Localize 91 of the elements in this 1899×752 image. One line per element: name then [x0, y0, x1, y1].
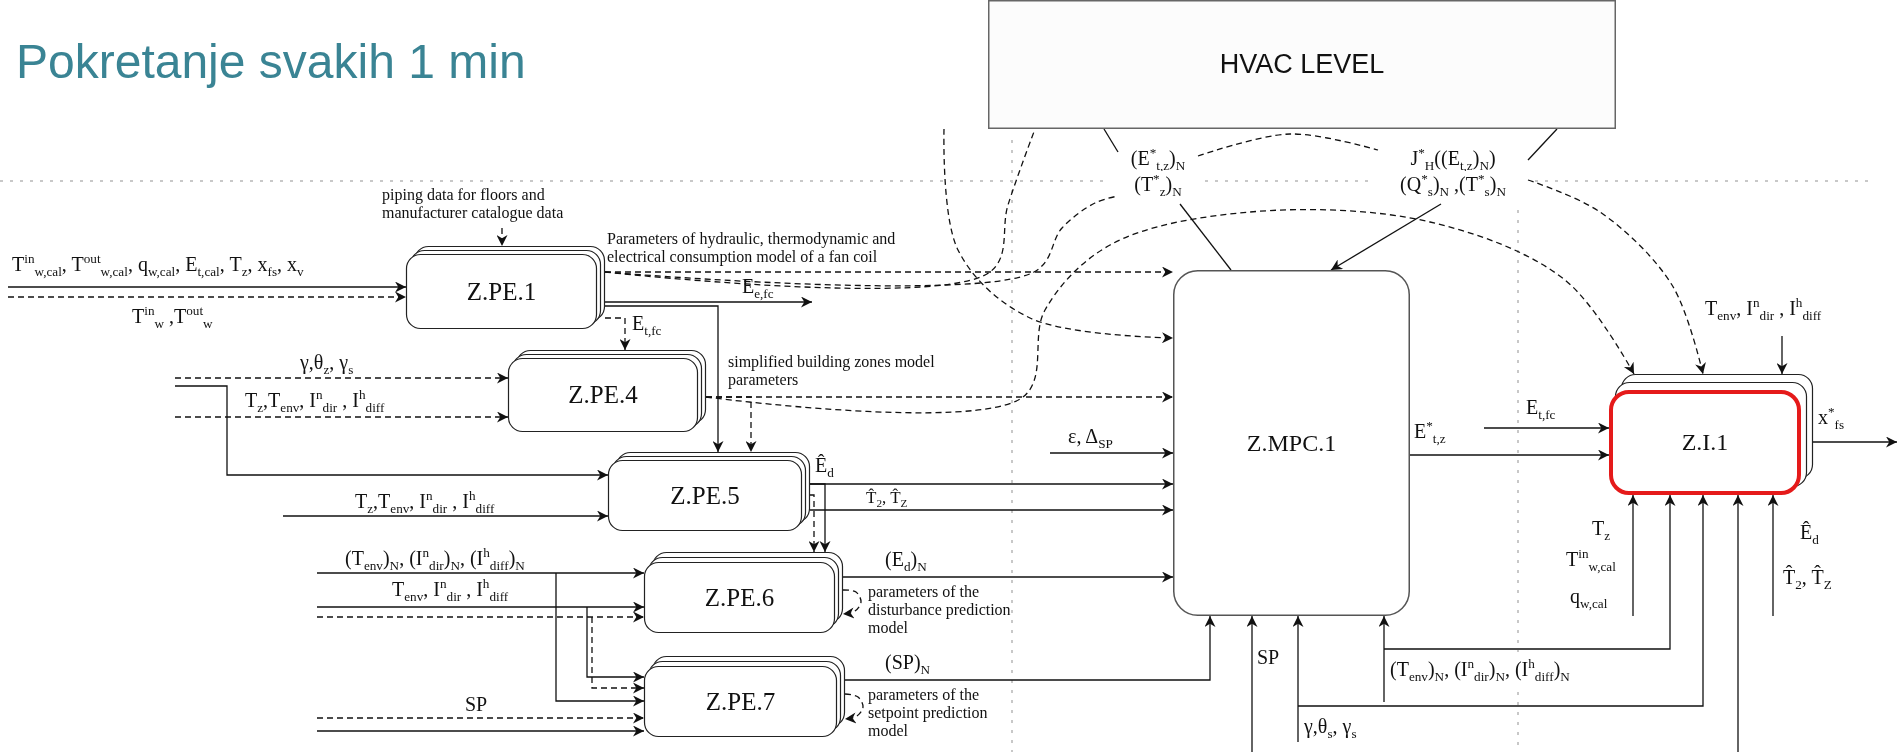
edge-label: Parameters of hydraulic, thermodynamic and electrical consumption model of a fan coil [607, 230, 897, 266]
edge-label: ε, Δ$_{SP}$ [1068, 424, 1113, 448]
level-box [988, 0, 1616, 129]
variable-label: q$_{w,cal}$ [1570, 584, 1608, 608]
box-label: Z.PE.1 [465, 276, 538, 307]
arrow [1378, 615, 1390, 703]
arrow [1383, 494, 1676, 650]
arrow [842, 571, 1174, 583]
arrow [7, 281, 407, 293]
process-box [608, 452, 810, 531]
arrow [1483, 422, 1610, 434]
edge-label: Ê$_{d}$ [815, 453, 834, 477]
edge-label: T̂$_{2}$, T̂$_{Z}$ [866, 488, 908, 509]
process-box [644, 552, 843, 633]
edge-label: γ,θ$_{s}$, γ$_{s}$ [1304, 714, 1357, 738]
variable-label: Ê$_{d}$ [1800, 520, 1819, 544]
edge-label: (T$_{env}$)$_{N}$, (I$^{n}$$_{dir}$)$_{N}$, (I$^{h}$$_{diff}$)$_{N}$ [1390, 657, 1570, 681]
arrow [316, 567, 645, 579]
box-label: Z.MPC.1 [1245, 428, 1338, 458]
arrow [1732, 494, 1744, 752]
loop-arrow [842, 589, 862, 619]
process-box [1609, 374, 1813, 495]
arrow [316, 611, 645, 623]
box-label: HVAC LEVEL [1218, 48, 1386, 81]
arrow [808, 494, 820, 553]
arrow [174, 372, 509, 384]
arrow [844, 615, 1216, 681]
edge-label: SP [1257, 645, 1280, 669]
arrow [1527, 179, 1706, 375]
arrow [705, 396, 757, 453]
arrow [604, 317, 631, 351]
arrow [604, 266, 1174, 278]
arrow [1330, 203, 1442, 271]
box-label: Z.PE.7 [704, 686, 777, 717]
arrow [174, 411, 509, 423]
edge-label: (E$_{d}$)$_{N}$ [885, 547, 927, 571]
arrow [591, 616, 645, 694]
arrow [555, 572, 645, 707]
edge-label: E$_{e,fc}$ [742, 274, 774, 298]
arrow [1246, 615, 1258, 752]
controller-box [1173, 270, 1410, 616]
diagram-title: Pokretanje svakih 1 min [16, 34, 526, 89]
edge-label: γ,θ$_{z}$, γ$_{s}$ [300, 350, 354, 374]
edge-label: simplified building zones model parameters [728, 353, 936, 389]
connector-line [1197, 133, 1379, 157]
box-label: Z.PE.5 [669, 480, 741, 511]
arrow [705, 208, 1635, 414]
arrow [604, 296, 813, 308]
edge-label: (SP)$_{N}$ [885, 650, 931, 674]
arrow [1812, 436, 1898, 448]
arrow [943, 128, 1174, 344]
box-label: Z.PE.4 [567, 380, 639, 410]
variable-label: T̂$_{2}$, T̂$_{Z}$ [1783, 565, 1832, 589]
arrow [604, 305, 724, 453]
arrow [174, 385, 609, 481]
arrow [7, 291, 407, 303]
variable-label: (Q$^{*}$$_{s}$)$_{N}$ ,(T$^{*}$$_{s}$)$_{N}$ [1400, 171, 1506, 197]
arrow [1627, 494, 1639, 617]
arrow [1776, 335, 1788, 375]
arrow [316, 725, 645, 737]
process-box [644, 656, 845, 737]
process-box [508, 350, 706, 432]
edge-label: piping data for floors and manufacturer catalogue data [382, 186, 565, 222]
process-box [406, 246, 605, 329]
arrow [1292, 615, 1304, 743]
arrow [809, 504, 1174, 516]
loop-arrow [844, 693, 864, 724]
connector-line [1103, 128, 1119, 153]
arrow [1409, 449, 1610, 461]
arrow [316, 601, 645, 613]
arrow [1297, 494, 1709, 707]
edge-label: T$^{in}$$_{w,cal}$, T$^{out}$$_{w,cal}$, q$_{w,cal}$, E$_{t,cal}$, T$_{z}$, x$_{fs}$, x$_{v}$ [12, 252, 304, 276]
arrow [586, 606, 645, 683]
edge-label: parameters of the disturbance prediction model [868, 583, 1012, 637]
edge-label: (T$_{env}$)$_{N}$, (I$^{n}$$_{dir}$)$_{N}$, (I$^{h}$$_{diff}$)$_{N}$ [345, 546, 525, 570]
edge-label: E$_{t,fc}$ [1526, 395, 1556, 419]
arrow [1049, 447, 1174, 459]
edge-label: parameters of the setpoint prediction model [868, 686, 989, 740]
arrow [809, 483, 831, 553]
edge-label: SP [465, 692, 488, 716]
arrow [496, 227, 508, 247]
connector-line [1527, 128, 1558, 161]
edge-label: E$_{t,fc}$ [632, 311, 662, 335]
box-label: Z.PE.6 [703, 582, 776, 613]
variable-label: (T$^{*}$$_{z}$)$_{N}$ [1134, 171, 1182, 197]
connector-line [1179, 203, 1232, 271]
variable-label: T$_{z}$ [1592, 516, 1611, 540]
box-label: Z.I.1 [1680, 428, 1730, 457]
arrow [1767, 494, 1779, 617]
arrow [316, 712, 645, 724]
arrow [282, 510, 609, 522]
